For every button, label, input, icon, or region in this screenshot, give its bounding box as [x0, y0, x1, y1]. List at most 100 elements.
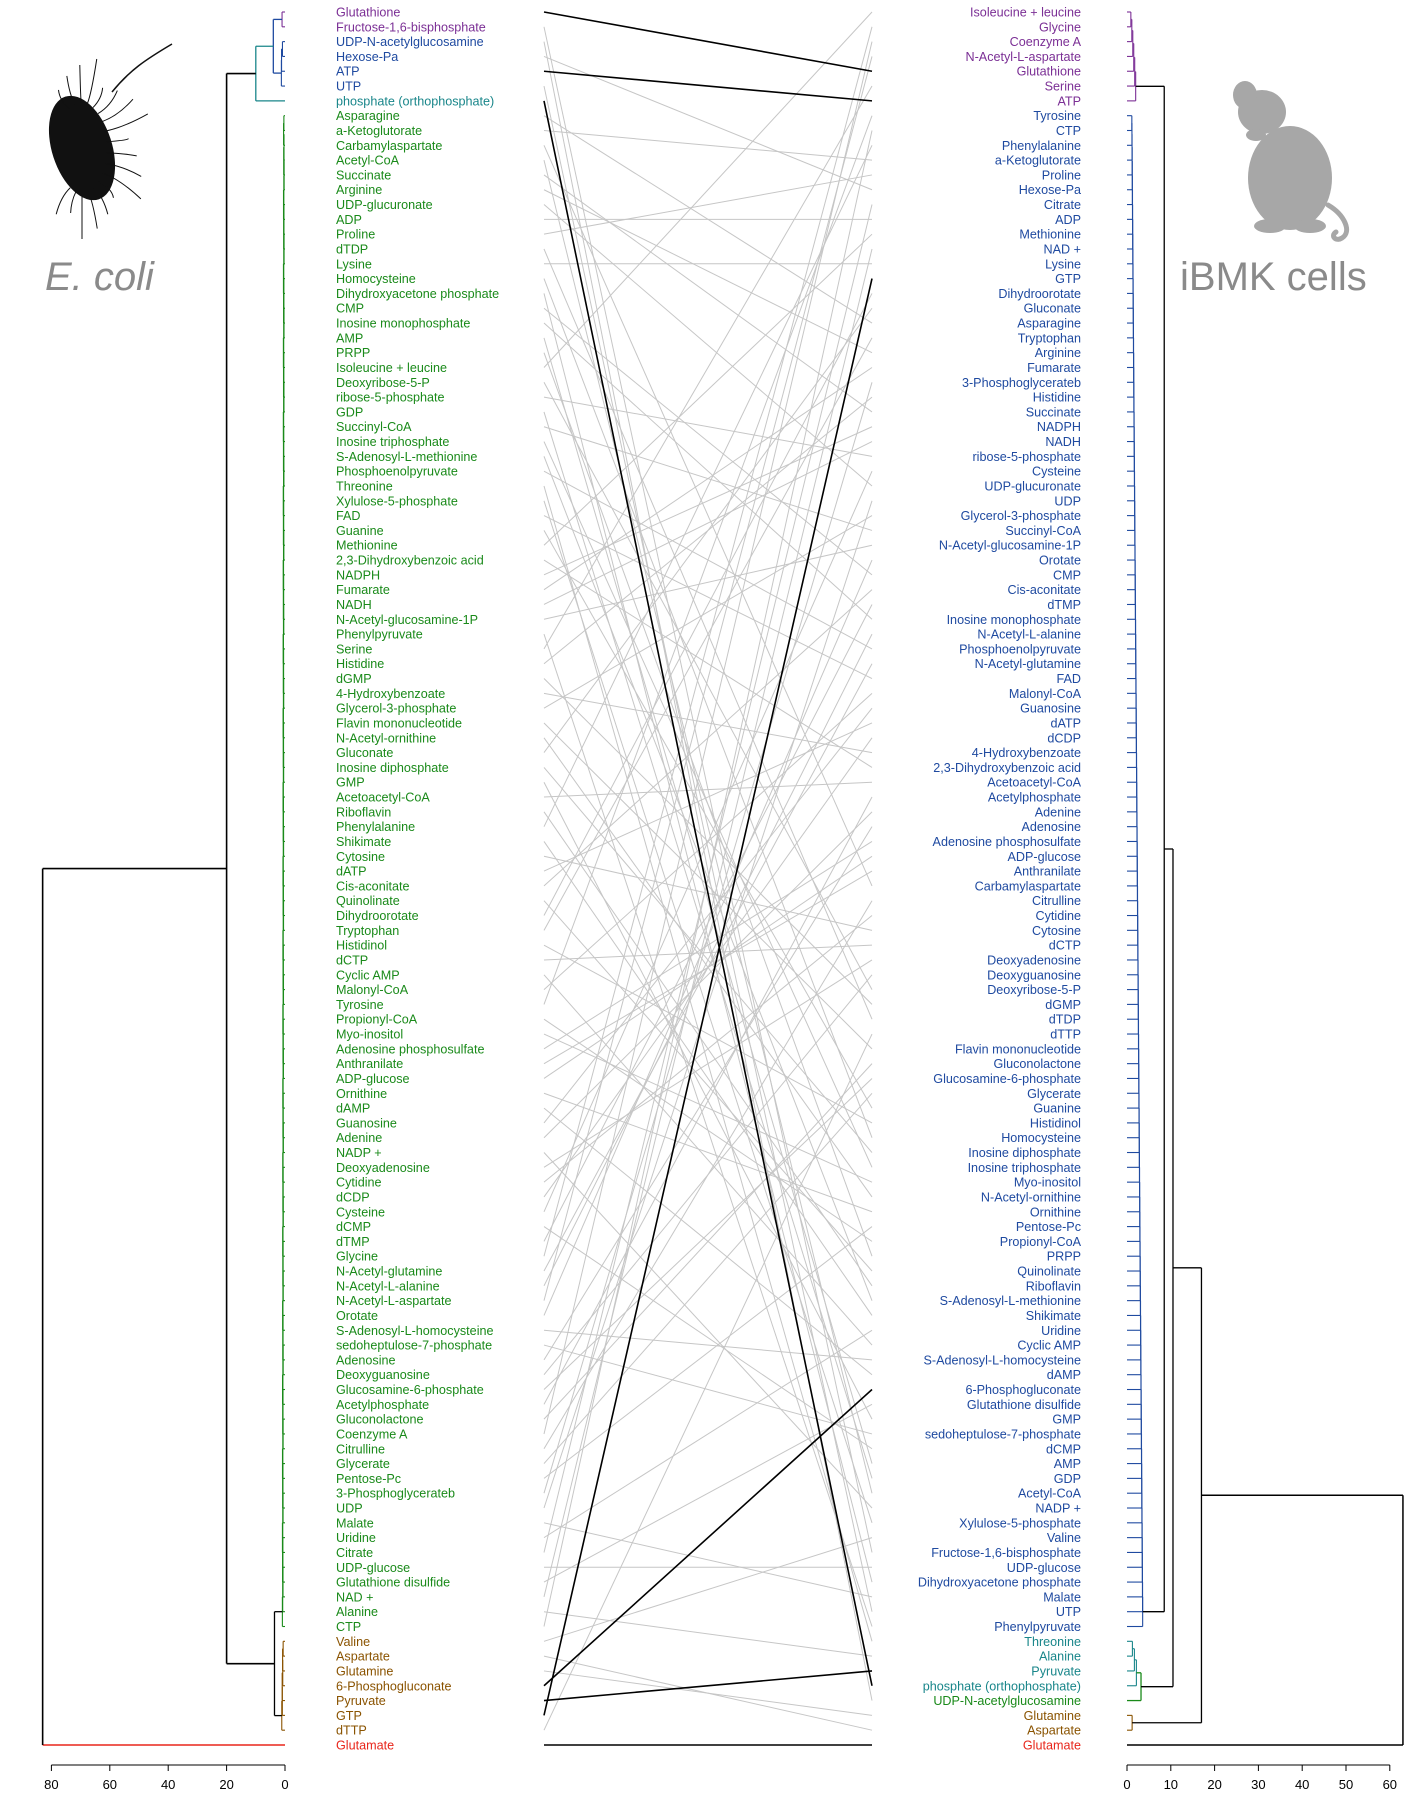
left-leaf-label: UDP [336, 1502, 363, 1516]
right-leaf-label: Glycine [1039, 20, 1081, 34]
right-leaf-label: dTDP [1049, 1013, 1081, 1027]
right-axis-tick-label: 60 [1383, 1777, 1397, 1792]
right-leaf-label: Succinate [1026, 405, 1081, 419]
right-leaf-label: N‑Acetyl‑glucosamine‑1P [939, 539, 1081, 553]
left-leaf-label: Citrate [336, 1546, 373, 1560]
link-line [543, 337, 873, 1464]
link-line [543, 974, 873, 1346]
right-leaf-label: Cyclic AMP [1017, 1339, 1081, 1353]
highlighted-link-line [543, 70, 873, 102]
link-line [543, 841, 873, 1316]
link-line [543, 441, 873, 1168]
right-axis-tick-label: 30 [1251, 1777, 1265, 1792]
right-leaf-label: Inosine monophosphate [947, 613, 1081, 627]
link-line [543, 322, 873, 620]
right-leaf-label: Cytosine [1032, 924, 1081, 938]
left-leaf-label: UDP‑glucose [336, 1561, 410, 1575]
right-leaf-label: Riboflavin [1026, 1279, 1081, 1293]
left-leaf-label: Quinolinate [336, 894, 400, 908]
left-leaf-label: dTMP [336, 1235, 370, 1249]
left-leaf-label: CTP [336, 1620, 361, 1634]
link-line [543, 559, 873, 768]
right-leaf-label: Coenzyme A [1010, 35, 1082, 49]
left-leaf-label: NADH [336, 598, 372, 612]
left-leaf-label: S‑Adenosyl‑L‑homocysteine [336, 1324, 494, 1338]
right-leaf-label: Citrulline [1032, 894, 1081, 908]
right-leaf-label: ADP‑glucose [1008, 850, 1082, 864]
link-line [543, 1329, 873, 1539]
right-leaf-label: Deoxyadenosine [987, 953, 1081, 967]
left-leaf-label: UDP‑glucuronate [336, 198, 433, 212]
right-leaf-label: Malate [1043, 1590, 1081, 1604]
left-leaf-label: 4‑Hydroxybenzoate [336, 687, 445, 701]
link-line [543, 85, 873, 1612]
right-leaf-label: UTP [1056, 1605, 1081, 1619]
right-leaf-label: Proline [1042, 168, 1081, 182]
link-line [543, 1092, 873, 1213]
right-leaf-label: Acetoacetyl‑CoA [987, 776, 1081, 790]
left-leaf-label: Histidinol [336, 939, 387, 953]
left-leaf-label: UTP [336, 80, 361, 94]
right-leaf-label: Fumarate [1027, 361, 1081, 375]
right-leaf-label: dCTP [1049, 939, 1081, 953]
left-leaf-label: Phosphoenolpyruvate [336, 465, 458, 479]
link-line [543, 1226, 873, 1479]
right-leaf-label: CMP [1053, 568, 1081, 582]
link-line [543, 530, 873, 1109]
right-leaf-label: dTTP [1050, 1028, 1081, 1042]
link-line [543, 41, 873, 1435]
right-leaf-label: ribose‑5‑phosphate [972, 450, 1081, 464]
right-leaf-label: dTMP [1047, 598, 1081, 612]
link-line [543, 160, 873, 1494]
left-leaf-label: dTTP [336, 1724, 367, 1738]
right-leaf-label: Gluconolactone [993, 1057, 1081, 1071]
right-leaf-label: Phenylalanine [1002, 139, 1081, 153]
right-dendrogram [1127, 11, 1404, 1746]
highlighted-link-line [543, 11, 873, 73]
left-dendrogram [41, 11, 285, 1746]
left-leaf-label: Flavin mononucleotide [336, 716, 462, 730]
right-leaf-label: Deoxyribose‑5‑P [987, 983, 1081, 997]
link-line [543, 841, 873, 1050]
left-leaf-label: FAD [336, 509, 361, 523]
right-leaf-label: Anthranilate [1014, 865, 1081, 879]
right-leaf-label: GMP [1052, 1413, 1081, 1427]
right-leaf-label: 2,3‑Dihydroxybenzoic acid [933, 761, 1081, 775]
link-line [543, 1226, 873, 1450]
link-line [543, 426, 873, 576]
left-leaf-label: Deoxyadenosine [336, 1161, 430, 1175]
left-leaf-label: GTP [336, 1709, 362, 1723]
left-leaf-label: Fumarate [336, 583, 390, 597]
e-coli-icon [48, 43, 173, 239]
right-leaf-label: ADP [1055, 213, 1081, 227]
left-leaf-label: PRPP [336, 346, 370, 360]
right-leaf-label: Myo‑inositol [1014, 1176, 1081, 1190]
left-leaf-label: Isoleucine + leucine [336, 361, 447, 375]
right-leaf-label: UDP‑glucose [1007, 1561, 1081, 1575]
right-leaf-label: NADPH [1037, 420, 1081, 434]
left-leaf-label: Glycerol‑3‑phosphate [336, 702, 456, 716]
link-line [543, 515, 873, 679]
left-leaf-label: Arginine [336, 183, 382, 197]
left-leaf-label: Acetylphosphate [336, 1398, 429, 1412]
left-leaf-label: phosphate (orthophosphate) [336, 94, 494, 108]
left-leaf-label: Lysine [336, 257, 372, 271]
link-line [543, 781, 873, 798]
link-line [543, 500, 873, 1523]
link-line [543, 382, 873, 990]
left-leaf-label: Ornithine [336, 1087, 387, 1101]
right-leaf-label: sedoheptulose‑7‑phosphate [925, 1427, 1081, 1441]
left-leaf-label: Adenine [336, 1131, 382, 1145]
left-leaf-label: Acetoacetyl‑CoA [336, 791, 430, 805]
left-leaf-label: dGMP [336, 672, 372, 686]
left-leaf-label: AMP [336, 331, 363, 345]
right-leaf-label: UDP‑glucuronate [984, 479, 1081, 493]
right-leaf-label: Methionine [1019, 228, 1081, 242]
left-leaf-label: Homocysteine [336, 272, 416, 286]
left-leaf-label: 6‑Phosphogluconate [336, 1679, 452, 1693]
link-line [543, 1403, 873, 1583]
right-leaf-label: Hexose‑Pa [1019, 183, 1081, 197]
left-leaf-label: Adenosine phosphosulfate [336, 1042, 484, 1056]
